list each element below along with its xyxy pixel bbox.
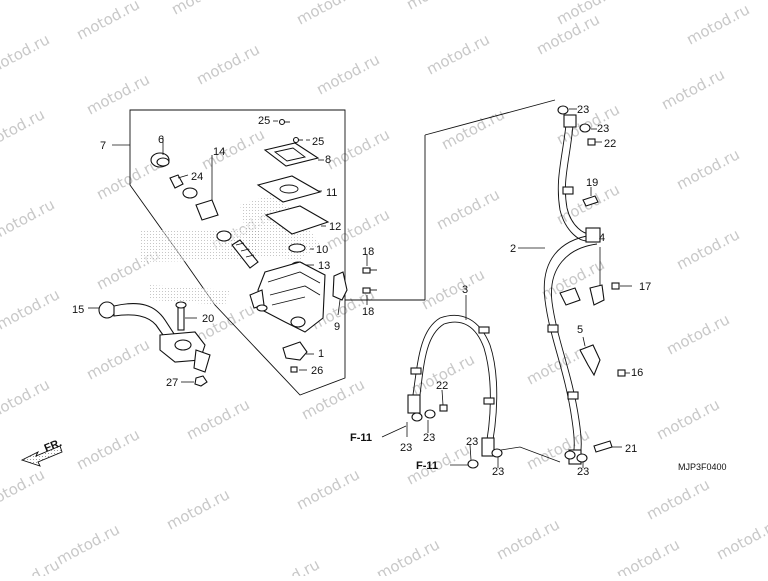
callout-25: 25 [312,136,324,148]
callout-18: 18 [362,306,374,318]
watermark-text: motod.ru [293,465,362,513]
reservoir-cap [263,142,320,167]
watermark-text: motod.ru [293,0,362,29]
callout-25: 25 [258,115,270,127]
callout-4: 4 [599,232,605,244]
brake-hoses [407,105,626,469]
watermark-text: motod.ru [53,520,122,568]
watermark-text: motod.ru [73,0,142,44]
callout-27: 27 [166,377,178,389]
callout-17: 17 [639,281,651,293]
watermark-text: motod.ru [0,555,63,576]
callout-13: 13 [318,260,330,272]
diagram-code: MJP3F0400 [678,462,727,472]
callout-23: 23 [400,442,412,454]
watermark-text: motod.ru [183,395,252,443]
watermark-text: motod.ru [663,310,732,358]
watermark-text: motod.ru [0,465,48,513]
watermark-text: motod.ru [0,30,53,78]
watermark-text: motod.ru [253,555,322,576]
bracket [282,341,308,361]
float [288,243,306,253]
callout-12: 12 [329,221,341,233]
front-arrow [20,445,63,467]
callout-10: 10 [316,244,328,256]
diaphragm [264,205,330,235]
watermark-text: motod.ru [713,515,768,563]
callout-16: 16 [631,367,643,379]
callout-26: 26 [311,365,323,377]
piston [195,199,219,221]
callout-8: 8 [325,154,331,166]
section-ref-label: F-11 [350,432,372,444]
watermark-text: motod.ru [613,535,682,576]
callout-14: 14 [213,146,225,158]
watermark-text: motod.ru [0,105,48,153]
callout-23: 23 [492,466,504,478]
watermark-text: motod.ru [163,485,232,533]
callout-3: 3 [462,284,468,296]
master-cylinder-frame [129,99,556,396]
holder [332,271,348,301]
watermark-text: motod.ru [73,425,142,473]
callout-6: 6 [158,134,164,146]
callout-18: 18 [362,246,374,258]
callout-23: 23 [577,104,589,116]
watermark-text: motod.ru [683,0,752,48]
callout-23: 23 [577,466,589,478]
callout-21: 21 [625,443,637,455]
watermark-text: motod.ru [643,475,712,523]
watermark-text: motod.ru [493,515,562,563]
callout-11: 11 [326,187,337,199]
watermark-text: motod.ru [418,265,487,313]
callout-1: 1 [318,348,324,360]
watermark-text: motod.ru [523,340,592,388]
callout-22: 22 [604,138,616,150]
callout-23: 23 [466,436,478,448]
callout-20: 20 [202,313,214,325]
callout-2: 2 [510,243,516,255]
callout-23: 23 [597,123,609,135]
watermark-text: motod.ru [0,375,53,423]
watermark-text: motod.ru [673,225,742,273]
callout-22: 22 [436,380,448,392]
spring [231,239,259,269]
callout-5: 5 [577,324,583,336]
watermark-text: motod.ru [403,440,472,488]
watermark-text: motod.ru [433,185,502,233]
callout-9: 9 [334,321,340,333]
callout-15: 15 [72,304,84,316]
section-ref-label: F-11 [416,460,438,472]
diaphragm-plate [256,175,322,203]
watermark-text: motod.ru [323,125,392,173]
callout-19: 19 [586,177,598,189]
callout-7: 7 [100,140,106,152]
watermark-text: motod.ru [0,195,58,243]
watermark-text: motod.ru [313,50,382,98]
text-layer: 1234567891011121314151617181819202122222… [43,104,727,478]
watermark-text: motod.ru [673,145,742,193]
watermark-text: motod.ru [193,40,262,88]
watermark-text: motod.ru [438,105,507,153]
watermark-text: motod.ru [168,0,237,19]
watermark-text: motod.ru [423,30,492,78]
watermark-text: motod.ru [0,285,63,333]
watermark-text: motod.ru [83,70,152,118]
master-cylinder-parts [150,118,377,373]
leader-lines [88,108,632,468]
watermark-text: motod.ru [83,335,152,383]
brake-lever [98,301,211,387]
callout-23: 23 [423,432,435,444]
watermark-text: motod.ru [373,535,442,576]
watermark-text: motod.ru [403,0,472,14]
callout-24: 24 [191,171,203,183]
watermark-text: motod.ru [653,395,722,443]
watermark-text: motod.ru [198,125,267,173]
watermark-text: motod.ru [658,65,727,113]
